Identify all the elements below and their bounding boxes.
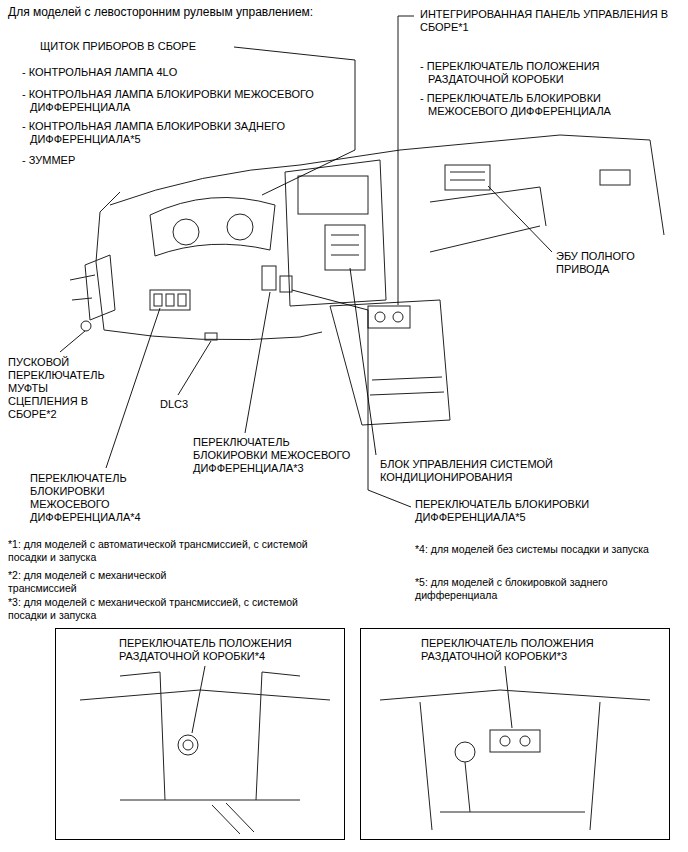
illustration-line	[325, 225, 365, 270]
illustration-line	[350, 268, 376, 455]
illustration-line	[500, 736, 510, 746]
illustration-line	[245, 292, 270, 433]
callout-label: DLC3	[160, 398, 200, 411]
illustration-line	[450, 172, 485, 180]
illustration-line	[280, 276, 292, 292]
illustration-line	[490, 730, 540, 752]
illustration-line	[445, 165, 490, 190]
inset-label: ПЕРЕКЛЮЧАТЕЛЬ ПОЛОЖЕНИЯ РАЗДАТОЧНОЙ КОРО…	[421, 637, 621, 663]
illustration-line	[212, 803, 254, 834]
illustration-line	[60, 331, 85, 352]
illustration-line	[455, 742, 475, 762]
footnote: *1: для моделей с автоматической трансми…	[8, 538, 338, 564]
illustration-line	[120, 672, 165, 800]
illustration-line	[420, 702, 432, 830]
illustration-line	[330, 300, 450, 425]
illustration-line	[520, 736, 530, 746]
illustration-line	[85, 255, 115, 320]
callout-label: ПУСКОВОЙ ПЕРЕКЛЮЧАТЕЛЬ МУФТЫ СЦЕПЛЕНИЯ В…	[8, 356, 112, 421]
illustration-line	[505, 666, 512, 728]
illustration-line	[375, 312, 385, 322]
footnote: *4: для моделей без системы посадки и за…	[415, 543, 680, 556]
callout-label: - КОНТРОЛЬНАЯ ЛАМПА БЛОКИРОВКИ ЗАДНЕГО Д…	[22, 120, 350, 146]
diagram-title: Для моделей с левосторонним рулевым упра…	[8, 5, 313, 19]
illustration-line	[590, 702, 600, 830]
illustration-line	[70, 275, 95, 300]
footnote: *3: для моделей с механической трансмисс…	[8, 596, 328, 622]
illustration-line	[285, 160, 386, 306]
illustration-line	[154, 294, 162, 306]
callout-label: ИНТЕГРИРОВАННАЯ ПАНЕЛЬ УПРАВЛЕНИЯ В СБОР…	[420, 8, 672, 34]
illustration-line	[205, 333, 217, 340]
illustration-line	[192, 666, 205, 733]
footnote: *5: для моделей с блокировкой заднего ди…	[415, 576, 655, 602]
illustration-line	[370, 377, 444, 395]
dashboard-drawing	[70, 135, 664, 425]
callout-label: - КОНТРОЛЬНАЯ ЛАМПА 4LO	[22, 66, 280, 79]
illustration-line	[227, 214, 253, 240]
illustration-line	[150, 290, 190, 310]
illustration-line	[178, 735, 198, 755]
illustration-line	[393, 312, 403, 322]
callout-label: ПЕРЕКЛЮЧАТЕЛЬ БЛОКИРОВКИ ДИФФЕРЕНЦИАЛА*5	[415, 498, 605, 524]
callout-label: - КОНТРОЛЬНАЯ ЛАМПА БЛОКИРОВКИ МЕЖОСЕВОГ…	[22, 88, 350, 114]
illustration-line	[465, 762, 470, 812]
callout-label: БЛОК УПРАВЛЕНИЯ СИСТЕМОЙ КОНДИЦИОНИРОВАН…	[380, 458, 565, 484]
illustration-line	[104, 330, 322, 340]
callout-label: - ПЕРЕКЛЮЧАТЕЛЬ БЛОКИРОВКИ МЕЖОСЕВОГО ДИ…	[420, 92, 633, 118]
illustration-line	[106, 308, 160, 468]
footnote: *2: для моделей с механической трансмисс…	[8, 569, 208, 595]
illustration-line	[331, 235, 359, 255]
illustration-line	[173, 219, 199, 245]
illustration-line	[81, 321, 91, 331]
illustration-line	[368, 306, 410, 328]
illustration-line	[398, 16, 414, 305]
callout-label: ПЕРЕКЛЮЧАТЕЛЬ БЛОКИРОВКИ МЕЖОСЕВОГО ДИФФ…	[30, 472, 148, 524]
inset-label: ПЕРЕКЛЮЧАТЕЛЬ ПОЛОЖЕНИЯ РАЗДАТОЧНОЙ КОРО…	[119, 637, 319, 663]
illustration-line	[488, 186, 552, 252]
illustration-line	[600, 170, 630, 185]
callout-label: - ЗУММЕР	[22, 154, 150, 167]
illustration-line	[298, 176, 368, 214]
inset-frame: ПЕРЕКЛЮЧАТЕЛЬ ПОЛОЖЕНИЯ РАЗДАТОЧНОЙ КОРО…	[360, 628, 670, 840]
inset-drawings	[80, 672, 650, 834]
illustration-line	[166, 294, 174, 306]
illustration-line	[80, 690, 330, 700]
callout-label: ЩИТОК ПРИБОРОВ В СБОРЕ	[40, 40, 260, 53]
illustration-line	[178, 294, 186, 306]
illustration-line	[430, 226, 540, 252]
callout-label: - ПЕРЕКЛЮЧАТЕЛЬ ПОЛОЖЕНИЯ РАЗДАТОЧНОЙ КО…	[420, 60, 633, 86]
illustration-line	[178, 341, 211, 395]
illustration-line	[440, 812, 585, 813]
illustration-line	[262, 266, 276, 290]
illustration-line	[150, 197, 275, 256]
callout-label: ЭБУ ПОЛНОГО ПРИВОДА	[556, 250, 651, 276]
illustration-line	[380, 690, 650, 700]
illustration-line	[256, 672, 300, 800]
illustration-line	[183, 740, 193, 750]
illustration-line	[650, 140, 664, 235]
callout-label: ПЕРЕКЛЮЧАТЕЛЬ БЛОКИРОВКИ МЕЖОСЕВОГО ДИФФ…	[193, 436, 358, 475]
inset-frame: ПЕРЕКЛЮЧАТЕЛЬ ПОЛОЖЕНИЯ РАЗДАТОЧНОЙ КОРО…	[55, 628, 345, 840]
illustration-line	[120, 800, 300, 801]
illustration-line	[430, 187, 546, 226]
illustration-line	[96, 212, 104, 330]
